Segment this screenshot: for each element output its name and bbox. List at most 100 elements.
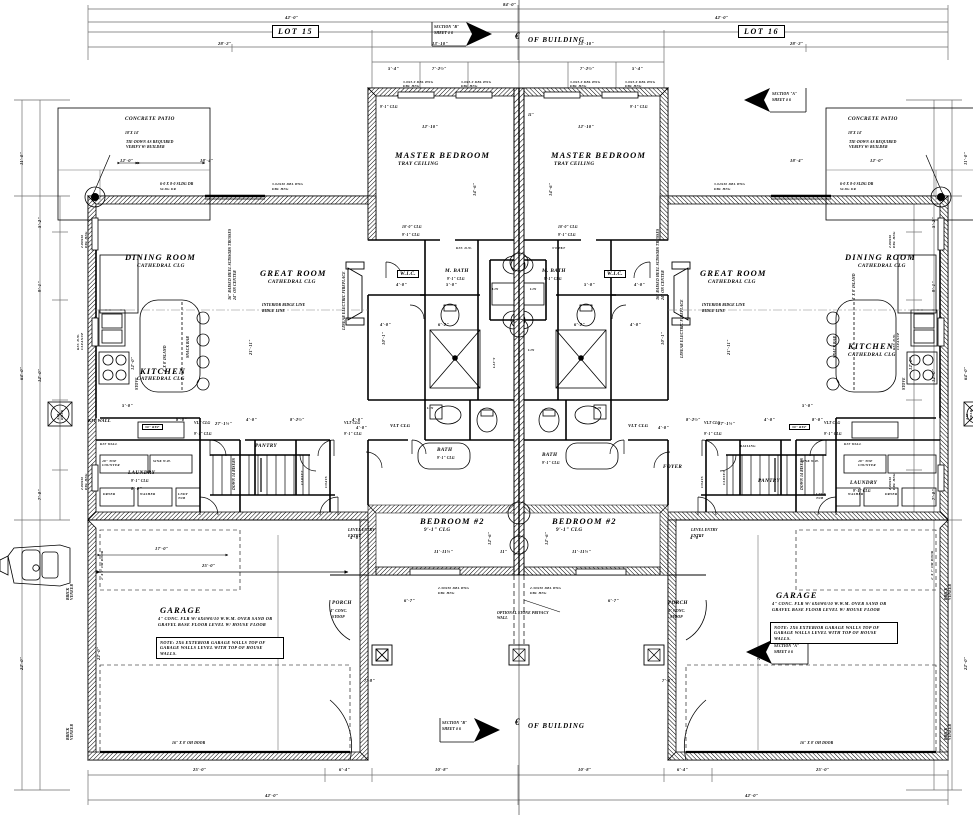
room-label-dining-left: DINING ROOM xyxy=(125,252,196,262)
dim-left-22-0: 22'-0" xyxy=(19,656,24,670)
dim-patio-right-b: 12'-0" xyxy=(870,158,884,163)
room-sub-laundry-right: 9'-1" CLG xyxy=(853,489,871,493)
window-callout-3: 3.0X5.0 DBL HNG xyxy=(570,80,601,84)
coats-right: COATS xyxy=(700,476,704,488)
window-callout-dblhng-4: DBL HNG xyxy=(625,84,642,88)
vlt-clg-right-2: VLT CLG xyxy=(824,421,841,425)
room-sub-kitchen-right: CATHEDRAL CLG xyxy=(848,352,896,358)
snackbar-label-left: SNACK BAR xyxy=(186,336,190,358)
oh-door-garage-left: 16" X 8' OH DOOR xyxy=(172,741,206,745)
clg91-right-2: 9'-1" CLG xyxy=(824,432,842,436)
ridge-line-left: INTERIOR RIDGE LINE xyxy=(262,303,306,307)
clg91-left: 9'-1" CLG xyxy=(194,432,212,436)
dim-s8: VLT CLG xyxy=(628,423,649,428)
lin-label-2: LIN xyxy=(530,287,537,291)
dim-right-int-1: 5'-2" xyxy=(931,217,936,228)
sinkwh-left: SINK W.H. xyxy=(153,459,172,463)
dim-s28: 4'-0" xyxy=(690,535,701,540)
room-sub-bath-left: 9'-1" CLG xyxy=(437,456,455,460)
room-label-wic-left: W.I.C. xyxy=(397,270,419,278)
centerline-symbol-bottom: € xyxy=(515,717,520,727)
dim-win-r2: 5'-4" xyxy=(632,66,643,71)
ref-left: 30" REF xyxy=(142,424,163,430)
level-entry-right2: ENTRY xyxy=(691,534,704,538)
dim-s27: 4'-0" xyxy=(350,535,361,540)
level-entry-right: LEVEL ENTRY xyxy=(691,528,718,532)
room-label-pantry-left: PANTRY xyxy=(255,443,278,449)
room-sub-dining-left: CATHEDRAL CLG xyxy=(137,263,185,269)
room-sub-great-left: CATHEDRAL CLG xyxy=(268,279,316,285)
sinkwh-right: SINK W.H. xyxy=(801,459,820,463)
sliderdr-right: SLDG DR xyxy=(840,187,857,191)
room-label-porch-left: PORCH xyxy=(332,600,352,606)
dim-s17: 6'-7" xyxy=(608,598,619,603)
center-window-label-right: 2.30X50 DBL HNG xyxy=(530,586,562,590)
dblhng-right-patio2: DBL HNG xyxy=(714,187,731,191)
mb-11-right: 11" xyxy=(528,113,534,117)
dim-win-l1: 5'-4" xyxy=(388,66,399,71)
dim-garage-w-left: 25'-0" xyxy=(202,563,216,568)
room-sub-laundry-left: 9'-1" CLG xyxy=(131,479,149,483)
dim-patio-left-b: 18'-4" xyxy=(200,158,214,163)
window-callout-dblhng-2: DBL HNG xyxy=(461,84,478,88)
fireplace-label-right: LINEAR ELECTRIC FIREPLACE xyxy=(680,299,684,358)
garage-note-right: 4" CONC. FLR W/ 6X6W0/10 W.W.M. OVER SAN… xyxy=(772,601,887,612)
room-label-garage-right: GARAGE xyxy=(776,590,818,600)
dim-s12: 5'-0" xyxy=(446,282,457,287)
dim-top-28-2-right: 28'-2" xyxy=(790,41,804,46)
dim-left-int-4: 7'-0" xyxy=(37,489,42,500)
dim-s9: 4'-0" xyxy=(356,425,367,430)
room-label-bath-right: BATH xyxy=(542,452,558,458)
room-label-concrete-patio-left: CONCRETE PATIO xyxy=(125,116,175,122)
dim-kitchen-left: 12'-0" xyxy=(130,356,135,370)
dim-wic-right: 10'-1" xyxy=(660,331,665,345)
dim-left-11-0: 11'-0" xyxy=(19,151,24,165)
dim-left-int-1: 5'-2" xyxy=(37,217,42,228)
room-sub-master-bedroom-left: TRAY CEILING xyxy=(398,161,439,167)
dim-bed2-h-left: 12'-6" xyxy=(487,531,492,545)
centerline-symbol-top: € xyxy=(515,31,520,41)
dim-right-64-0: 64'-0" xyxy=(963,366,968,380)
dim-s5: 4'-0" xyxy=(764,417,775,422)
vlt-clg-left: VLT CLG xyxy=(194,421,211,425)
dim-top-13-10-right: 13'-10" xyxy=(578,41,594,46)
dim-s23: 6'-2" xyxy=(438,322,449,327)
dim-s11: 4'-0" xyxy=(396,282,407,287)
room-label-dining-right: DINING ROOM xyxy=(845,252,916,262)
room-label-laundry-right: LAUNDRY xyxy=(850,480,878,486)
dim-bot-6-4-right: 6'-4" xyxy=(677,767,688,772)
dim-lot15-width: 42'-0" xyxy=(285,15,299,20)
stairs-down-left: DOWN 14 RISERS xyxy=(232,458,236,490)
dim-garage-inner-left: 17'-0" xyxy=(155,546,169,551)
room-sub-porch-right2: STOOP xyxy=(670,615,683,619)
room-label-mbath-left: M. BATH xyxy=(445,268,469,274)
garage-note-box-left: NOTE: 2X6 EXTERIOR GARAGE WALLS TOP OF G… xyxy=(156,637,284,659)
coats-left: COATS xyxy=(324,476,328,488)
dim-s2: 4'-0" xyxy=(246,417,257,422)
kitwall-right: KIT WALL xyxy=(844,442,862,446)
dim-overall-width: 84'-0" xyxy=(503,2,517,7)
dim-left-int-3: 12'-0" xyxy=(37,368,42,382)
dim-great-h-right: 21'-11" xyxy=(726,339,731,355)
section-a-right-label: SECTION "A" xyxy=(772,92,798,96)
room-sub-bedroom2-left: 9'-1" CLG xyxy=(424,527,451,533)
room-sub-great-right: CATHEDRAL CLG xyxy=(708,279,756,285)
garage-note-box-right: NOTE: 2X6 EXTERIOR GARAGE WALLS TOP OF G… xyxy=(770,622,898,644)
room-sub-mbath-right: 9'-1" CLG xyxy=(544,277,562,281)
clg-mb-right-2: 10'-0" CLG xyxy=(558,225,578,229)
dim-s26: 4'-0" xyxy=(630,322,641,327)
dim-right-int-4: 7'-0" xyxy=(931,489,936,500)
kitwall-left: KIT WALL xyxy=(100,442,118,446)
section-b-bottom-label: SECTION "B" xyxy=(442,721,468,725)
clg-mb-left: 9'-1" CLG xyxy=(380,105,398,109)
dim-wic-left: 10'-1" xyxy=(381,331,386,345)
